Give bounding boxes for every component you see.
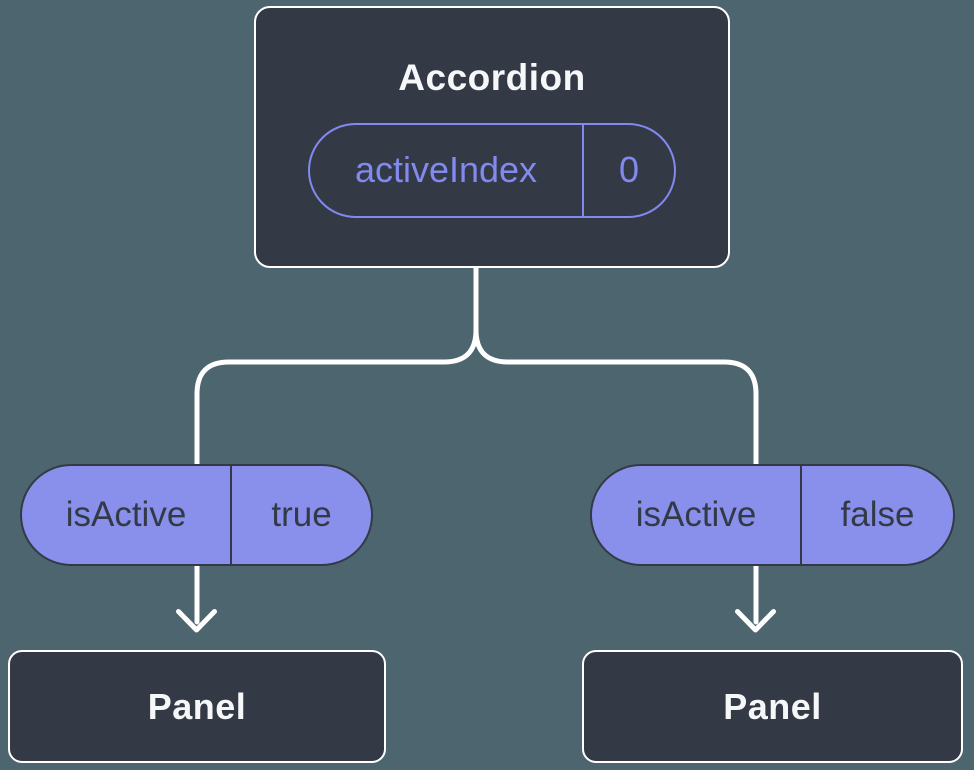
prop-value-label: false xyxy=(840,495,915,534)
arrowhead-right-icon xyxy=(735,609,776,633)
prop-name-label: isActive xyxy=(65,495,187,534)
prop-name-label: isActive xyxy=(635,495,757,534)
pill-divider xyxy=(800,466,802,564)
active-index-state-pill: activeIndex 0 xyxy=(308,122,676,218)
accordion-node: Accordion activeIndex 0 xyxy=(254,6,730,268)
pill-divider xyxy=(230,466,232,564)
panel-node-left: Panel xyxy=(8,650,386,763)
arrowhead-left-icon xyxy=(176,609,217,633)
state-value-label: 0 xyxy=(618,149,640,190)
panel-node-right: Panel xyxy=(582,650,963,763)
panel-node-title: Panel xyxy=(147,685,247,727)
panel-node-title: Panel xyxy=(723,685,822,727)
accordion-node-title: Accordion xyxy=(398,56,586,98)
is-active-true-pill: isActive true xyxy=(20,464,373,566)
state-name-label: activeIndex xyxy=(354,149,538,190)
is-active-false-pill: isActive false xyxy=(590,464,955,566)
branch-right-line xyxy=(473,265,759,625)
pill-divider xyxy=(582,124,584,216)
prop-value-label: true xyxy=(271,495,332,534)
branch-left-line xyxy=(194,265,479,625)
